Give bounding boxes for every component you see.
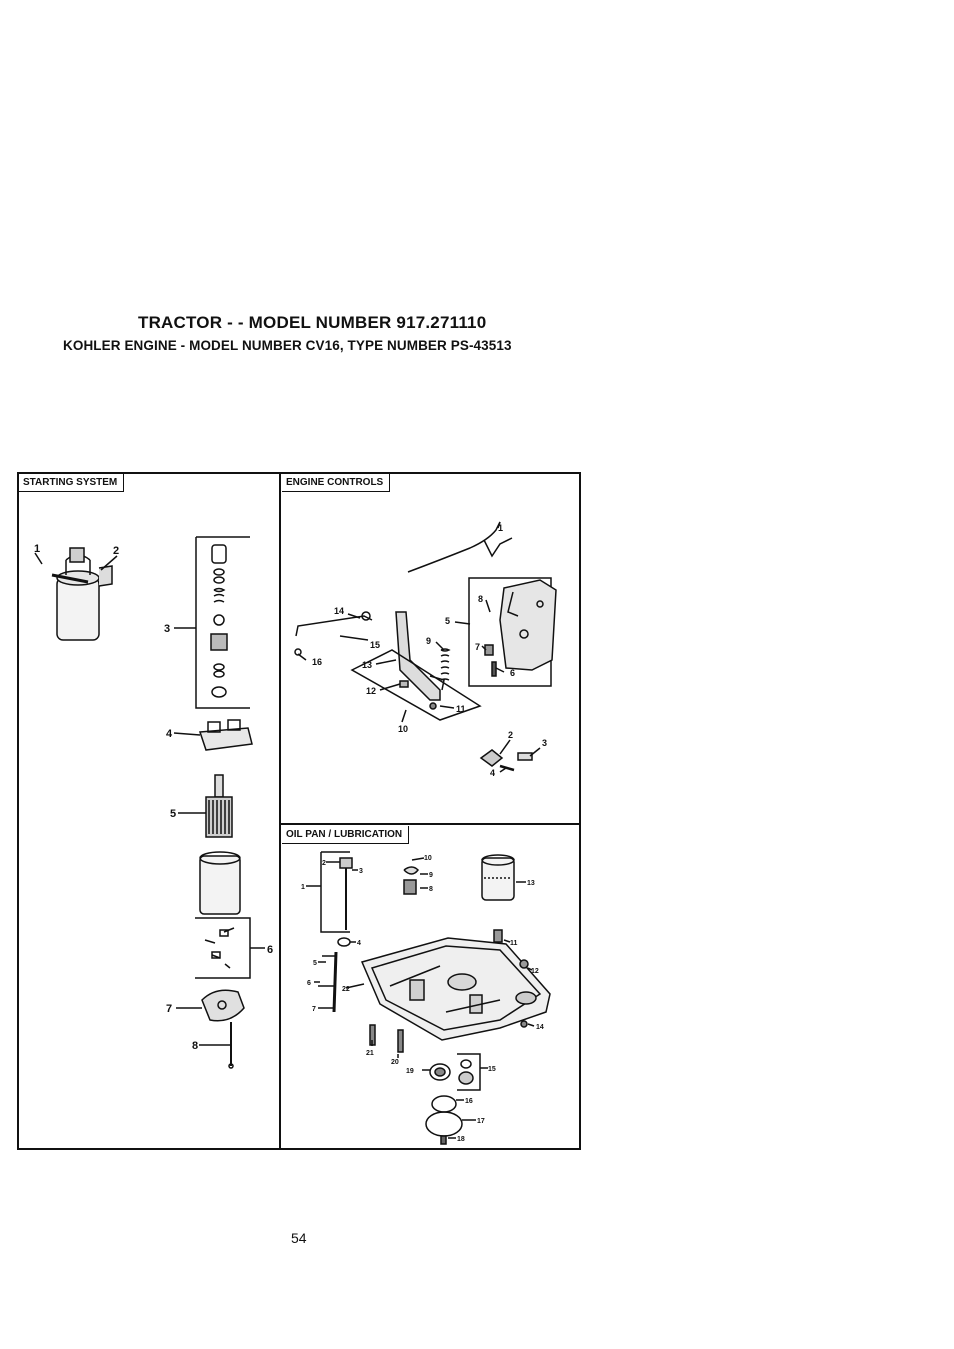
control-lever-drawing: [350, 611, 482, 721]
callout-oil-9: 9: [429, 872, 433, 879]
brush-plate-drawing: [201, 989, 245, 1022]
callout-oil-22: 22: [342, 986, 350, 993]
callout-oil-15: 15: [488, 1066, 496, 1073]
callout-controls-6: 6: [510, 668, 515, 678]
choke-link-drawing: [294, 611, 373, 656]
callout-controls-12: 12: [366, 686, 376, 696]
through-bolt-drawing: [228, 1022, 234, 1069]
callout-oil-1: 1: [301, 884, 305, 891]
callout-starting-3: 3: [164, 623, 170, 635]
callout-oil-7: 7: [312, 1006, 316, 1013]
callout-oil-21: 21: [366, 1050, 374, 1057]
oil-filter-drawing: [481, 854, 515, 901]
callout-starting-8: 8: [192, 1040, 198, 1052]
throttle-cable-drawing: [407, 521, 513, 573]
callout-oil-10: 10: [424, 855, 432, 862]
callout-controls-16: 16: [312, 657, 322, 667]
brush-kit-drawing: [195, 917, 251, 979]
starter-motor-drawing: [51, 547, 113, 641]
callout-starting-4: 4: [166, 728, 173, 740]
callout-oil-18: 18: [457, 1136, 465, 1143]
spring-drawing: [440, 648, 451, 681]
callout-controls-8: 8: [478, 594, 483, 604]
callout-oil-16: 16: [465, 1098, 473, 1105]
callout-controls-1: 1: [498, 523, 503, 533]
callout-controls-4: 4: [490, 768, 495, 778]
callout-oil-5: 5: [313, 960, 317, 967]
callout-oil-13: 13: [527, 880, 535, 887]
hardware-drawing: [399, 644, 533, 772]
frame-housing-drawing: [199, 851, 241, 915]
callout-oil-17: 17: [477, 1118, 485, 1125]
page-subtitle: KOHLER ENGINE - MODEL NUMBER CV16, TYPE …: [63, 338, 512, 353]
callout-oil-6: 6: [307, 980, 311, 987]
callout-controls-11: 11: [456, 704, 466, 714]
page-number: 54: [291, 1230, 307, 1246]
armature-drawing: [205, 774, 233, 838]
callout-starting-6: 6: [267, 944, 273, 956]
callout-controls-2: 2: [508, 730, 513, 740]
control-bracket-drawing: [468, 577, 557, 687]
callout-oil-8: 8: [429, 886, 433, 893]
callout-oil-12: 12: [531, 968, 539, 975]
callout-controls-10: 10: [398, 724, 408, 734]
oil-pump-parts-drawing: [403, 866, 419, 895]
callout-oil-11: 11: [510, 940, 518, 947]
bolts-drawing: [369, 929, 529, 1053]
diagram-frame: [17, 472, 581, 1150]
callout-controls-3: 3: [542, 738, 547, 748]
section-divider-vertical: [279, 472, 281, 1150]
section-divider-horizontal: [280, 823, 581, 825]
callout-oil-14: 14: [536, 1024, 544, 1031]
starter-drive-kit-drawing: [195, 536, 250, 709]
section-label-engine-controls: ENGINE CONTROLS: [282, 474, 391, 492]
callout-controls-7: 7: [475, 642, 480, 652]
callout-oil-4: 4: [357, 940, 361, 947]
callout-controls-13: 13: [362, 660, 372, 670]
dipstick-drawing: [318, 851, 353, 1013]
drive-end-cap-drawing: [198, 719, 253, 751]
callout-oil-20: 20: [391, 1059, 399, 1066]
callout-controls-9: 9: [426, 636, 431, 646]
oil-pan-drawing: [360, 937, 551, 1041]
callout-oil-2: 2: [322, 860, 326, 867]
callout-oil-3: 3: [359, 868, 363, 875]
section-label-oil-pan: OIL PAN / LUBRICATION: [282, 826, 410, 844]
callout-controls-14: 14: [334, 606, 344, 616]
page-title: TRACTOR - - MODEL NUMBER 917.271110: [138, 313, 487, 332]
callout-controls-5: 5: [445, 616, 450, 626]
callout-oil-19: 19: [406, 1068, 414, 1075]
callout-starting-5: 5: [170, 808, 176, 820]
bearing-seal-drawing: [425, 1053, 481, 1145]
callout-starting-7: 7: [166, 1003, 172, 1015]
callout-starting-1: 1: [34, 543, 40, 555]
callout-controls-15: 15: [370, 640, 380, 650]
callout-starting-2: 2: [113, 545, 119, 557]
section-label-starting-system: STARTING SYSTEM: [19, 474, 125, 492]
